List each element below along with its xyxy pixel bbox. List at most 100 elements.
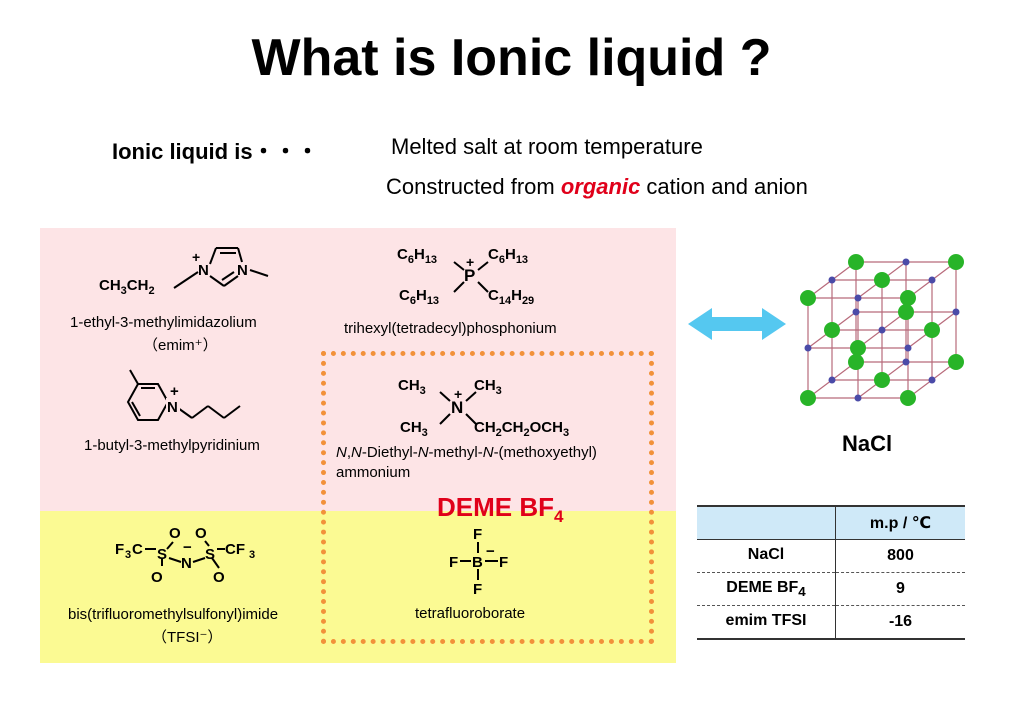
intro-line2-suffix: cation and anion [640, 174, 808, 199]
nacl-label: NaCl [842, 431, 893, 456]
svg-text:F: F [499, 554, 508, 571]
cl-atom [828, 376, 836, 384]
amm-ch3-topleft: CH3 [398, 377, 426, 397]
table-header-row: m.p / ℃ [697, 505, 965, 540]
svg-text:−: − [183, 539, 192, 556]
amm-ch3-bottomleft: CH3 [400, 419, 428, 439]
svg-text:F: F [473, 526, 482, 543]
table-header-cell: m.p / ℃ [835, 505, 965, 540]
emim-ethyl-label: CH3CH2 [99, 277, 155, 297]
na-atom [824, 322, 840, 338]
intro-label: Ionic liquid is・・・ [112, 139, 319, 164]
svg-text:O: O [169, 525, 181, 542]
table-cell-mp: 9 [835, 572, 965, 606]
cl-atom [854, 394, 862, 402]
cl-atom [928, 276, 936, 284]
phos-c6h13-topleft: C6H13 [397, 246, 438, 266]
svg-text:F: F [115, 541, 124, 558]
table-cell-name: DEME BF4 [697, 572, 836, 606]
svg-text:C: C [132, 541, 143, 558]
svg-text:O: O [213, 569, 225, 586]
cl-atom [854, 294, 862, 302]
table-cell-mp: 800 [835, 539, 965, 573]
na-atom [850, 340, 866, 356]
cl-atom [852, 308, 860, 316]
svg-text:O: O [195, 525, 207, 542]
intro-line1: Melted salt at room temperature [391, 134, 703, 159]
cl-atom [902, 258, 910, 266]
na-atom [948, 354, 964, 370]
svg-text:N: N [237, 262, 248, 279]
phos-c14h29: C14H29 [488, 287, 535, 307]
cl-atom [904, 344, 912, 352]
tfsi-abbr: （TFSI⁻） [152, 629, 223, 646]
emim-name: 1-ethyl-3-methylimidazolium [70, 314, 257, 331]
svg-text:3: 3 [249, 549, 255, 561]
anion-panel [40, 511, 676, 663]
table-cell-name: emim TFSI [697, 605, 836, 640]
svg-text:F: F [473, 581, 482, 598]
organic-emphasis: organic [560, 174, 641, 199]
svg-text:P: P [464, 266, 475, 285]
tfsi-name: bis(trifluoromethylsulfonyl)imide [68, 606, 279, 623]
svg-text:N: N [167, 399, 178, 416]
cl-atom [928, 376, 936, 384]
nacl-crystal-lattice [800, 254, 964, 406]
na-atom [898, 304, 914, 320]
deme-bf4-highlight-box [321, 351, 654, 644]
intro-line2: Constructed from organic cation and anio… [386, 174, 808, 200]
svg-text:F: F [449, 554, 458, 571]
deme-bf4-label: DEME BF4 [437, 492, 564, 527]
table-row: NaCl 800 [697, 539, 965, 573]
svg-text:S: S [157, 546, 167, 563]
na-atom [900, 390, 916, 406]
emim-structure: N + N [173, 247, 269, 289]
pyridinium-name: 1-butyl-3-methylpyridinium [84, 437, 260, 454]
svg-text:B: B [472, 554, 483, 571]
svg-text:+: + [170, 383, 179, 400]
ammonium-structure: N + [439, 386, 477, 425]
cl-atom [878, 326, 886, 334]
phos-c6h13-topright: C6H13 [488, 246, 529, 266]
svg-text:N: N [181, 555, 192, 572]
svg-text:+: + [466, 254, 474, 270]
table-header-cell [697, 505, 836, 540]
svg-text:S: S [205, 546, 215, 563]
svg-text:+: + [454, 386, 462, 402]
table-cell-name: NaCl [697, 539, 836, 573]
page-title: What is Ionic liquid ? [251, 29, 772, 87]
svg-text:N: N [451, 398, 463, 417]
phosphonium-name: trihexyl(tetradecyl)phosphonium [344, 320, 557, 337]
svg-text:3: 3 [125, 549, 131, 561]
amm-methoxyethyl: CH2CH2OCH3 [474, 419, 570, 439]
table-row: emim TFSI -16 [697, 605, 965, 640]
phosphonium-structure: P + [453, 254, 489, 293]
cation-panel [40, 228, 676, 511]
na-atom [924, 322, 940, 338]
bf4-name: tetrafluoroborate [415, 605, 526, 622]
na-atom [874, 272, 890, 288]
cl-atom [804, 344, 812, 352]
cl-atom [828, 276, 836, 284]
ammonium-name: N,N-Diethyl-N-methyl-N-(methoxyethyl) [336, 444, 597, 461]
emim-abbr: （emim⁺） [143, 337, 218, 354]
pyridinium-structure: N + [126, 369, 241, 421]
amm-ch3-topright: CH3 [474, 377, 502, 397]
cl-atom [952, 308, 960, 316]
na-atom [874, 372, 890, 388]
na-atom [800, 390, 816, 406]
table-cell-mp: -16 [835, 605, 965, 640]
na-atom [848, 254, 864, 270]
ammonium-name-line2: ammonium [336, 464, 411, 481]
svg-text:+: + [192, 249, 200, 265]
table-row: DEME BF4 9 [697, 572, 965, 606]
na-atom [900, 290, 916, 306]
intro-line2-prefix: Constructed from [386, 174, 561, 199]
phos-c6h13-bottomleft: C6H13 [399, 287, 440, 307]
svg-text:N: N [198, 262, 209, 279]
cl-atom [902, 358, 910, 366]
na-atom [948, 254, 964, 270]
na-atom [848, 354, 864, 370]
na-atom [800, 290, 816, 306]
